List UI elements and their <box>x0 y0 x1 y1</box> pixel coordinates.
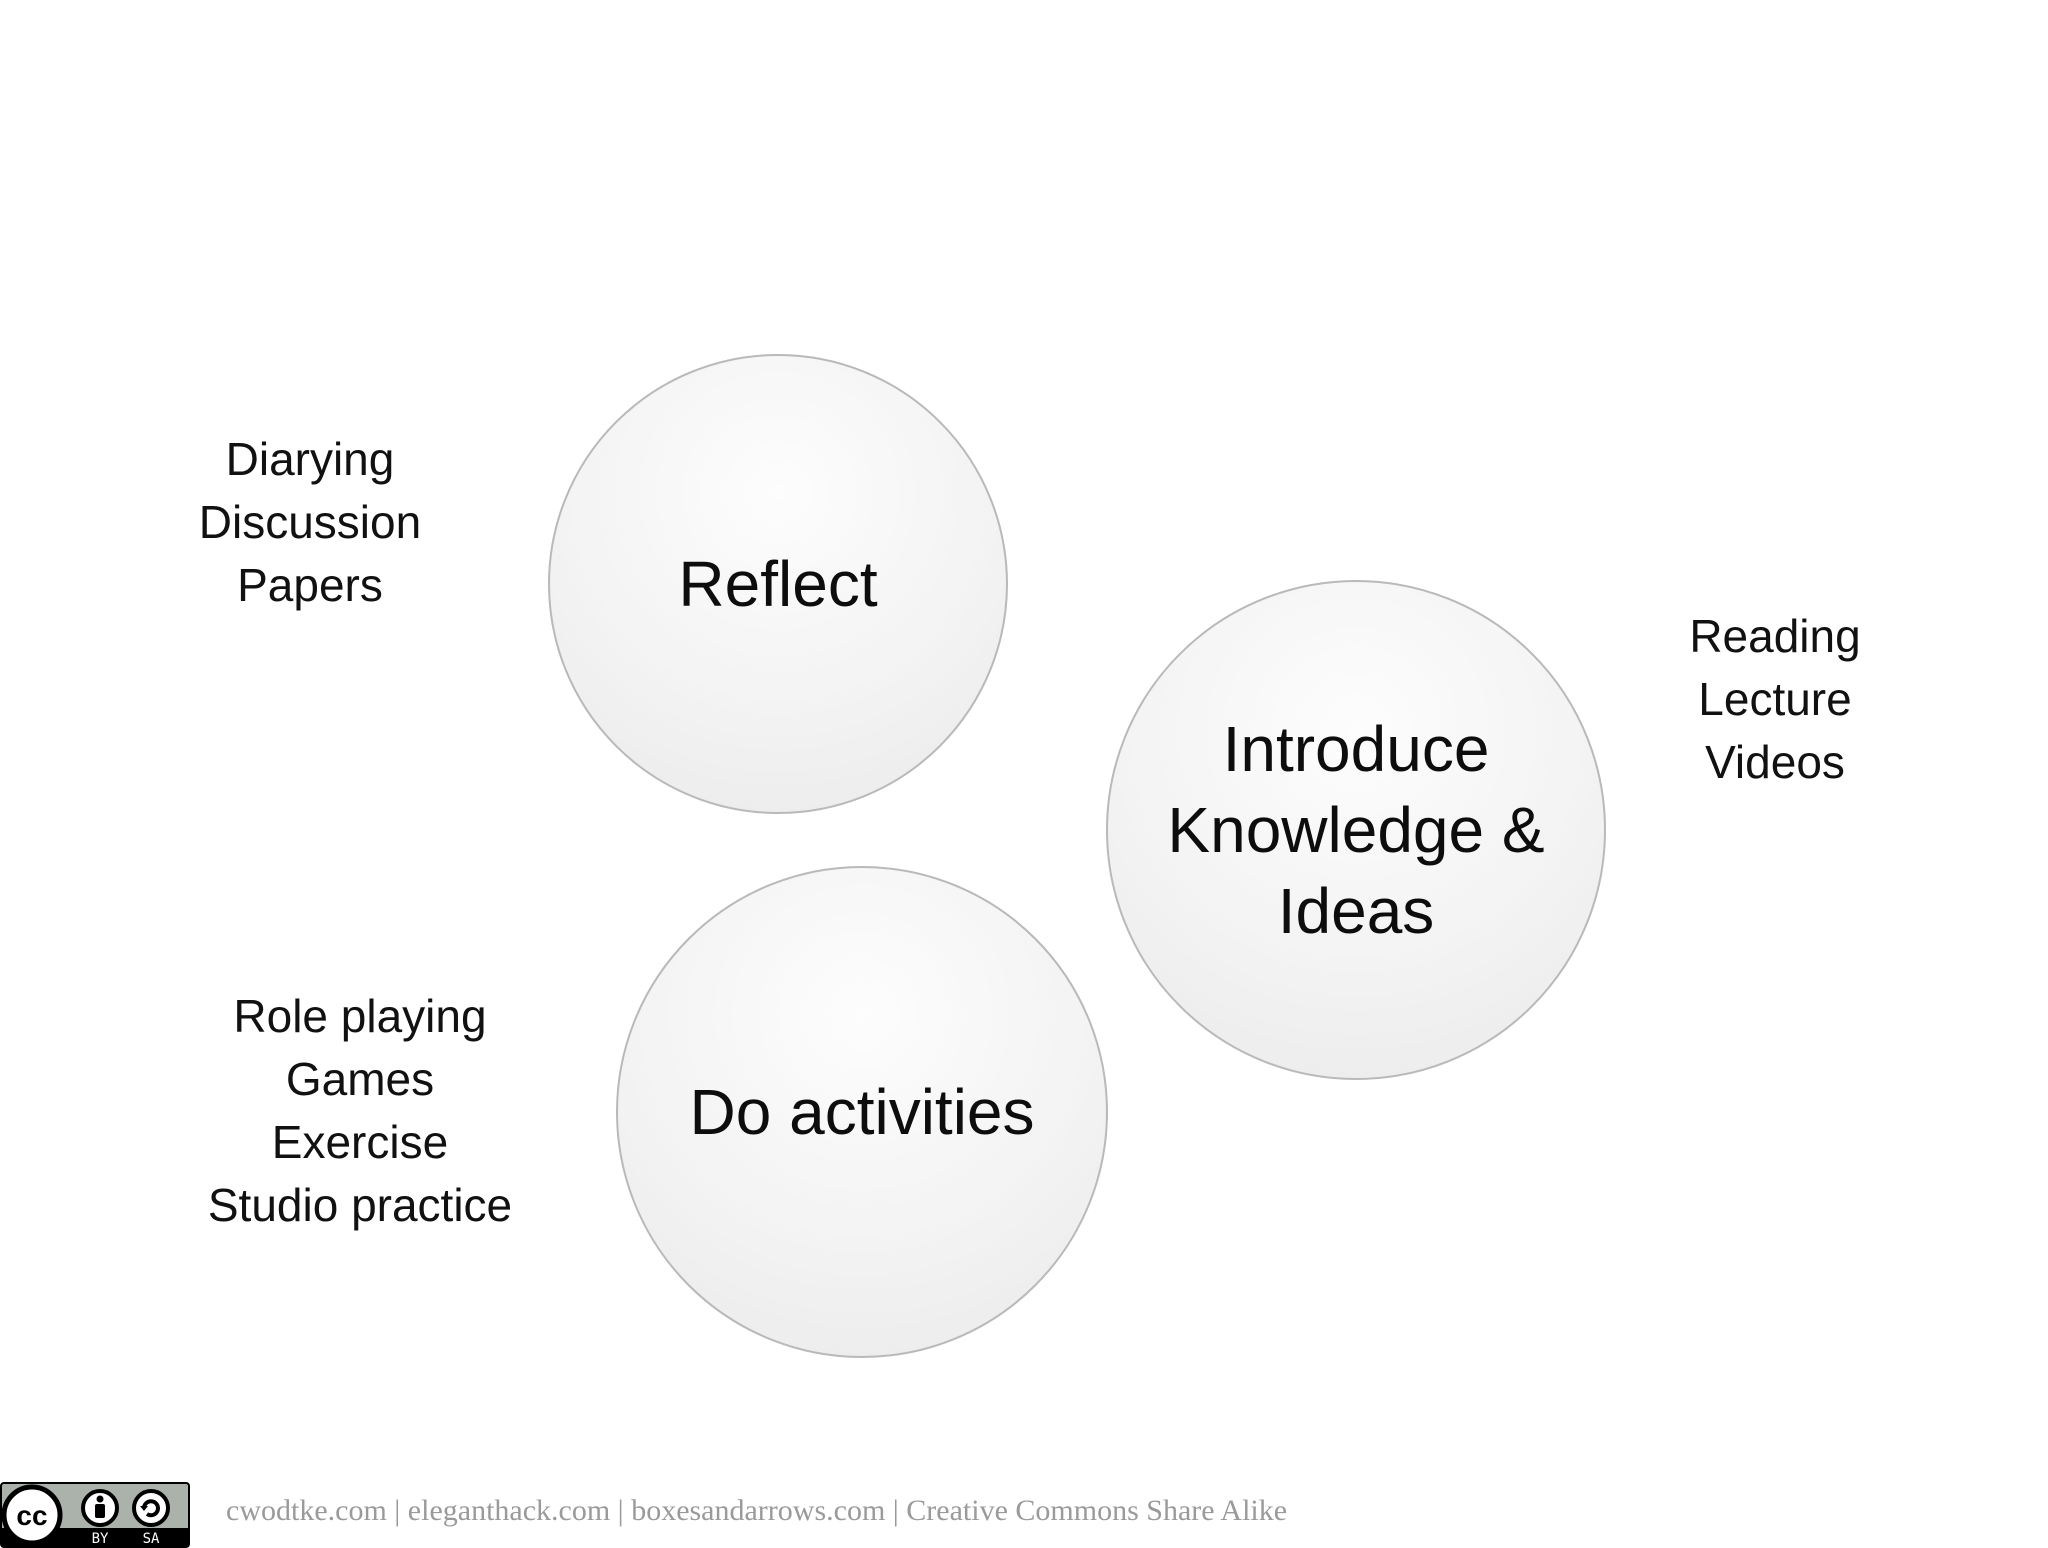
example-item: Reading <box>1689 610 1861 662</box>
example-item: Videos <box>1705 736 1845 788</box>
example-item: Discussion <box>198 496 422 548</box>
example-item: Studio practice <box>207 1179 513 1231</box>
introduce-knowledge-circle: Introduce Knowledge & Ideas <box>1106 580 1606 1080</box>
example-item: Diarying <box>225 433 395 485</box>
reflect-label: Reflect <box>678 548 878 620</box>
introduce-examples: Reading Lecture Videos <box>1640 605 1910 794</box>
footer: cc BY SA cwodtke.com | eleganthack.com |… <box>0 1482 2048 1548</box>
svg-text:cc: cc <box>16 1500 47 1531</box>
example-item: Role playing <box>233 990 487 1042</box>
introduce-label-line: Introduce <box>1222 712 1490 785</box>
do-activities-examples: Role playing Games Exercise Studio pract… <box>160 985 560 1237</box>
example-item: Lecture <box>1698 673 1852 725</box>
do-activities-label: Do activities <box>689 1076 1035 1148</box>
introduce-label-line: Ideas <box>1277 874 1435 947</box>
example-item: Papers <box>237 559 383 611</box>
footer-credits: cwodtke.com | eleganthack.com | boxesand… <box>226 1494 1288 1527</box>
cc-by-sa-icon: cc BY SA <box>0 1482 190 1548</box>
example-item: Games <box>285 1053 435 1105</box>
reflect-circle: Reflect <box>548 354 1008 814</box>
reflect-examples: Diarying Discussion Papers <box>160 428 460 617</box>
do-activities-circle: Do activities <box>616 866 1108 1358</box>
cc-sa-text: SA <box>143 1531 160 1547</box>
cc-by-text: BY <box>92 1531 109 1547</box>
introduce-label-line: Knowledge & <box>1167 793 1545 866</box>
introduce-knowledge-label: Introduce Knowledge & Ideas <box>1167 709 1544 952</box>
example-item: Exercise <box>271 1116 449 1168</box>
